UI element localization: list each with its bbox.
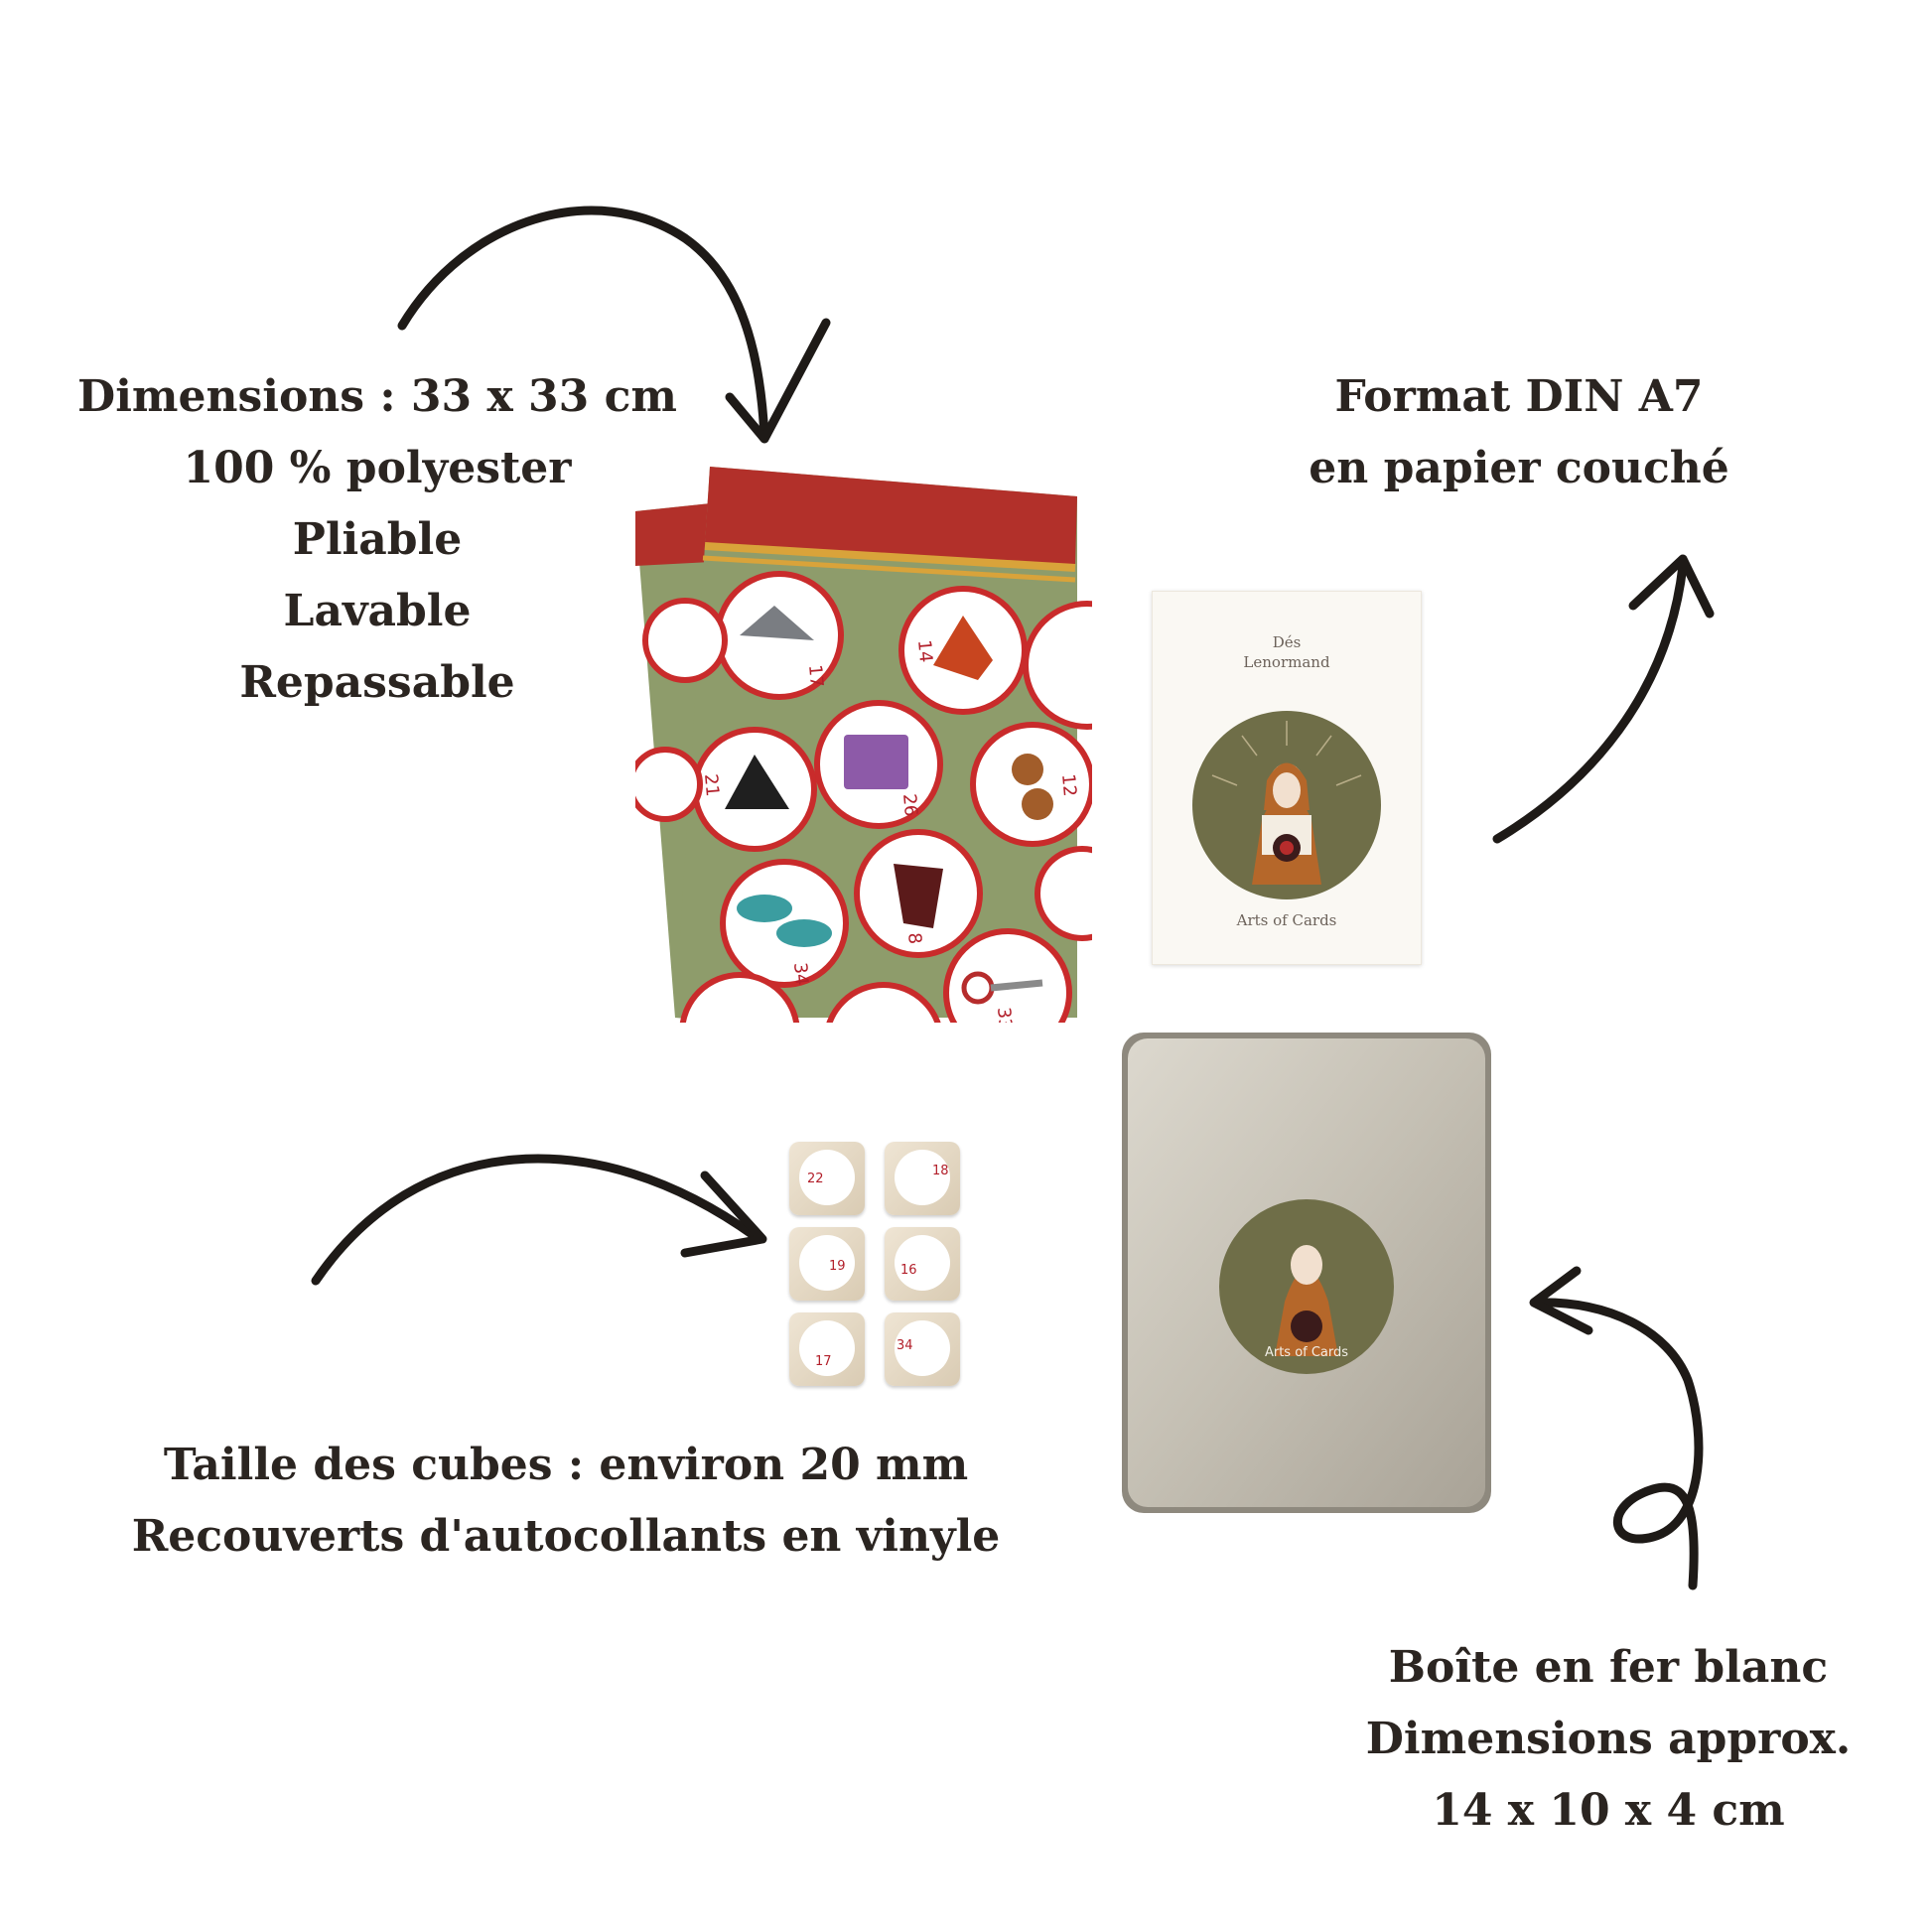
cloth-spec-line: Pliable bbox=[292, 514, 463, 565]
die-number: 22 bbox=[807, 1172, 824, 1186]
arrow-to-dice bbox=[311, 1154, 759, 1286]
tin-sticker-text: Arts of Cards bbox=[1265, 1345, 1348, 1360]
book-motif bbox=[844, 735, 908, 789]
die-number: 18 bbox=[932, 1164, 949, 1178]
dice-set: 22 18 19 16 17 34 bbox=[789, 1142, 968, 1390]
die-number: 34 bbox=[897, 1338, 913, 1353]
arrowhead-dice bbox=[680, 1171, 767, 1258]
arrowhead-tin bbox=[1529, 1266, 1593, 1335]
dice-specs-label: Taille des cubes : environ 20 mm Recouve… bbox=[89, 1430, 1042, 1573]
fox-motif bbox=[933, 616, 993, 680]
folded-cloth: 17 14 21 26 12 34 8 33 bbox=[635, 467, 1092, 1023]
arrowhead-cloth bbox=[725, 318, 831, 444]
arrow-to-cloth bbox=[397, 206, 769, 442]
arrow-to-tin bbox=[1532, 1298, 1704, 1590]
dice-spec-line: Recouverts d'autocollants en vinyle bbox=[131, 1511, 1001, 1562]
booklet-brand: Arts of Cards bbox=[1236, 911, 1337, 929]
booklet-title-line1: Dés bbox=[1272, 633, 1302, 651]
cloth-spec-line: 100 % polyester bbox=[183, 443, 572, 493]
booklet-title-line2: Lenormand bbox=[1243, 653, 1330, 671]
die: 22 bbox=[789, 1142, 865, 1215]
die: 34 bbox=[885, 1312, 960, 1386]
booklet-specs-label: Format DIN A7 en papier couché bbox=[1241, 361, 1797, 504]
arrow-to-booklet bbox=[1492, 561, 1688, 844]
cloth-spec-line: Lavable bbox=[283, 586, 472, 636]
cloth-number: 12 bbox=[1057, 773, 1080, 798]
arrowhead-booklet bbox=[1628, 554, 1715, 619]
owl-motif bbox=[1012, 754, 1043, 785]
die: 16 bbox=[885, 1227, 960, 1301]
booklet-spec-line: en papier couché bbox=[1309, 443, 1729, 493]
cloth-spec-line: Dimensions : 33 x 33 cm bbox=[77, 371, 677, 422]
cloth-number: 34 bbox=[789, 962, 812, 987]
mountain-motif bbox=[725, 755, 789, 809]
booklet-spec-line: Format DIN A7 bbox=[1334, 371, 1704, 422]
die: 18 bbox=[885, 1142, 960, 1215]
cloth-number: 8 bbox=[903, 932, 925, 945]
dice-spec-line: Taille des cubes : environ 20 mm bbox=[163, 1440, 969, 1490]
tin-box: Arts of Cards bbox=[1122, 1033, 1491, 1513]
cloth-number: 21 bbox=[700, 773, 723, 798]
cloth-specs-label: Dimensions : 33 x 33 cm 100 % polyester … bbox=[50, 361, 705, 719]
tin-spec-line: Boîte en fer blanc bbox=[1388, 1642, 1829, 1693]
stork-motif bbox=[740, 606, 814, 640]
fish-motif bbox=[737, 895, 792, 922]
die-number: 17 bbox=[815, 1354, 832, 1369]
coffin-motif bbox=[894, 864, 943, 928]
die: 17 bbox=[789, 1312, 865, 1386]
booklet: Dés Lenormand Arts of Cards bbox=[1152, 591, 1422, 965]
booklet-illustration bbox=[1192, 711, 1381, 899]
tin-spec-line: 14 x 10 x 4 cm bbox=[1432, 1785, 1785, 1836]
cloth-number: 26 bbox=[898, 793, 921, 818]
die-number: 19 bbox=[829, 1259, 846, 1274]
die: 19 bbox=[789, 1227, 865, 1301]
tin-spec-line: Dimensions approx. bbox=[1365, 1714, 1852, 1764]
cloth-number: 33 bbox=[993, 1007, 1016, 1023]
tin-specs-label: Boîte en fer blanc Dimensions approx. 14… bbox=[1311, 1632, 1906, 1847]
die-number: 16 bbox=[900, 1263, 917, 1278]
cloth-number: 14 bbox=[913, 639, 936, 664]
cloth-number: 17 bbox=[804, 664, 827, 689]
cloth-spec-line: Repassable bbox=[239, 657, 515, 708]
